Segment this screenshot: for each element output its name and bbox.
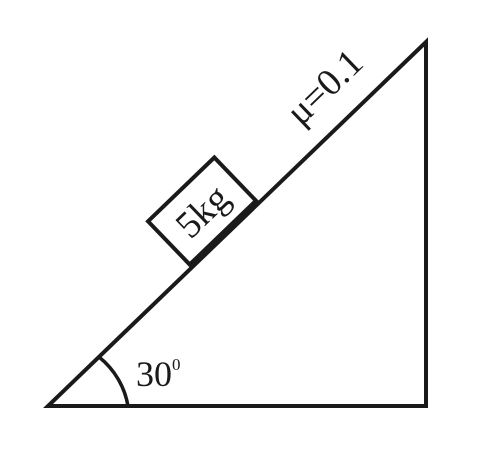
friction-coefficient-label: μ=0.1	[278, 41, 371, 133]
angle-value: 30	[136, 354, 172, 394]
block-box	[145, 154, 259, 268]
angle-arc	[97, 355, 130, 407]
friction-label-group: μ=0.1	[278, 41, 371, 133]
angle-degree-superscript: 0	[172, 355, 181, 374]
block: 5kg	[145, 154, 259, 268]
angle-label: 300	[136, 354, 181, 394]
incline-triangle	[43, 37, 428, 408]
